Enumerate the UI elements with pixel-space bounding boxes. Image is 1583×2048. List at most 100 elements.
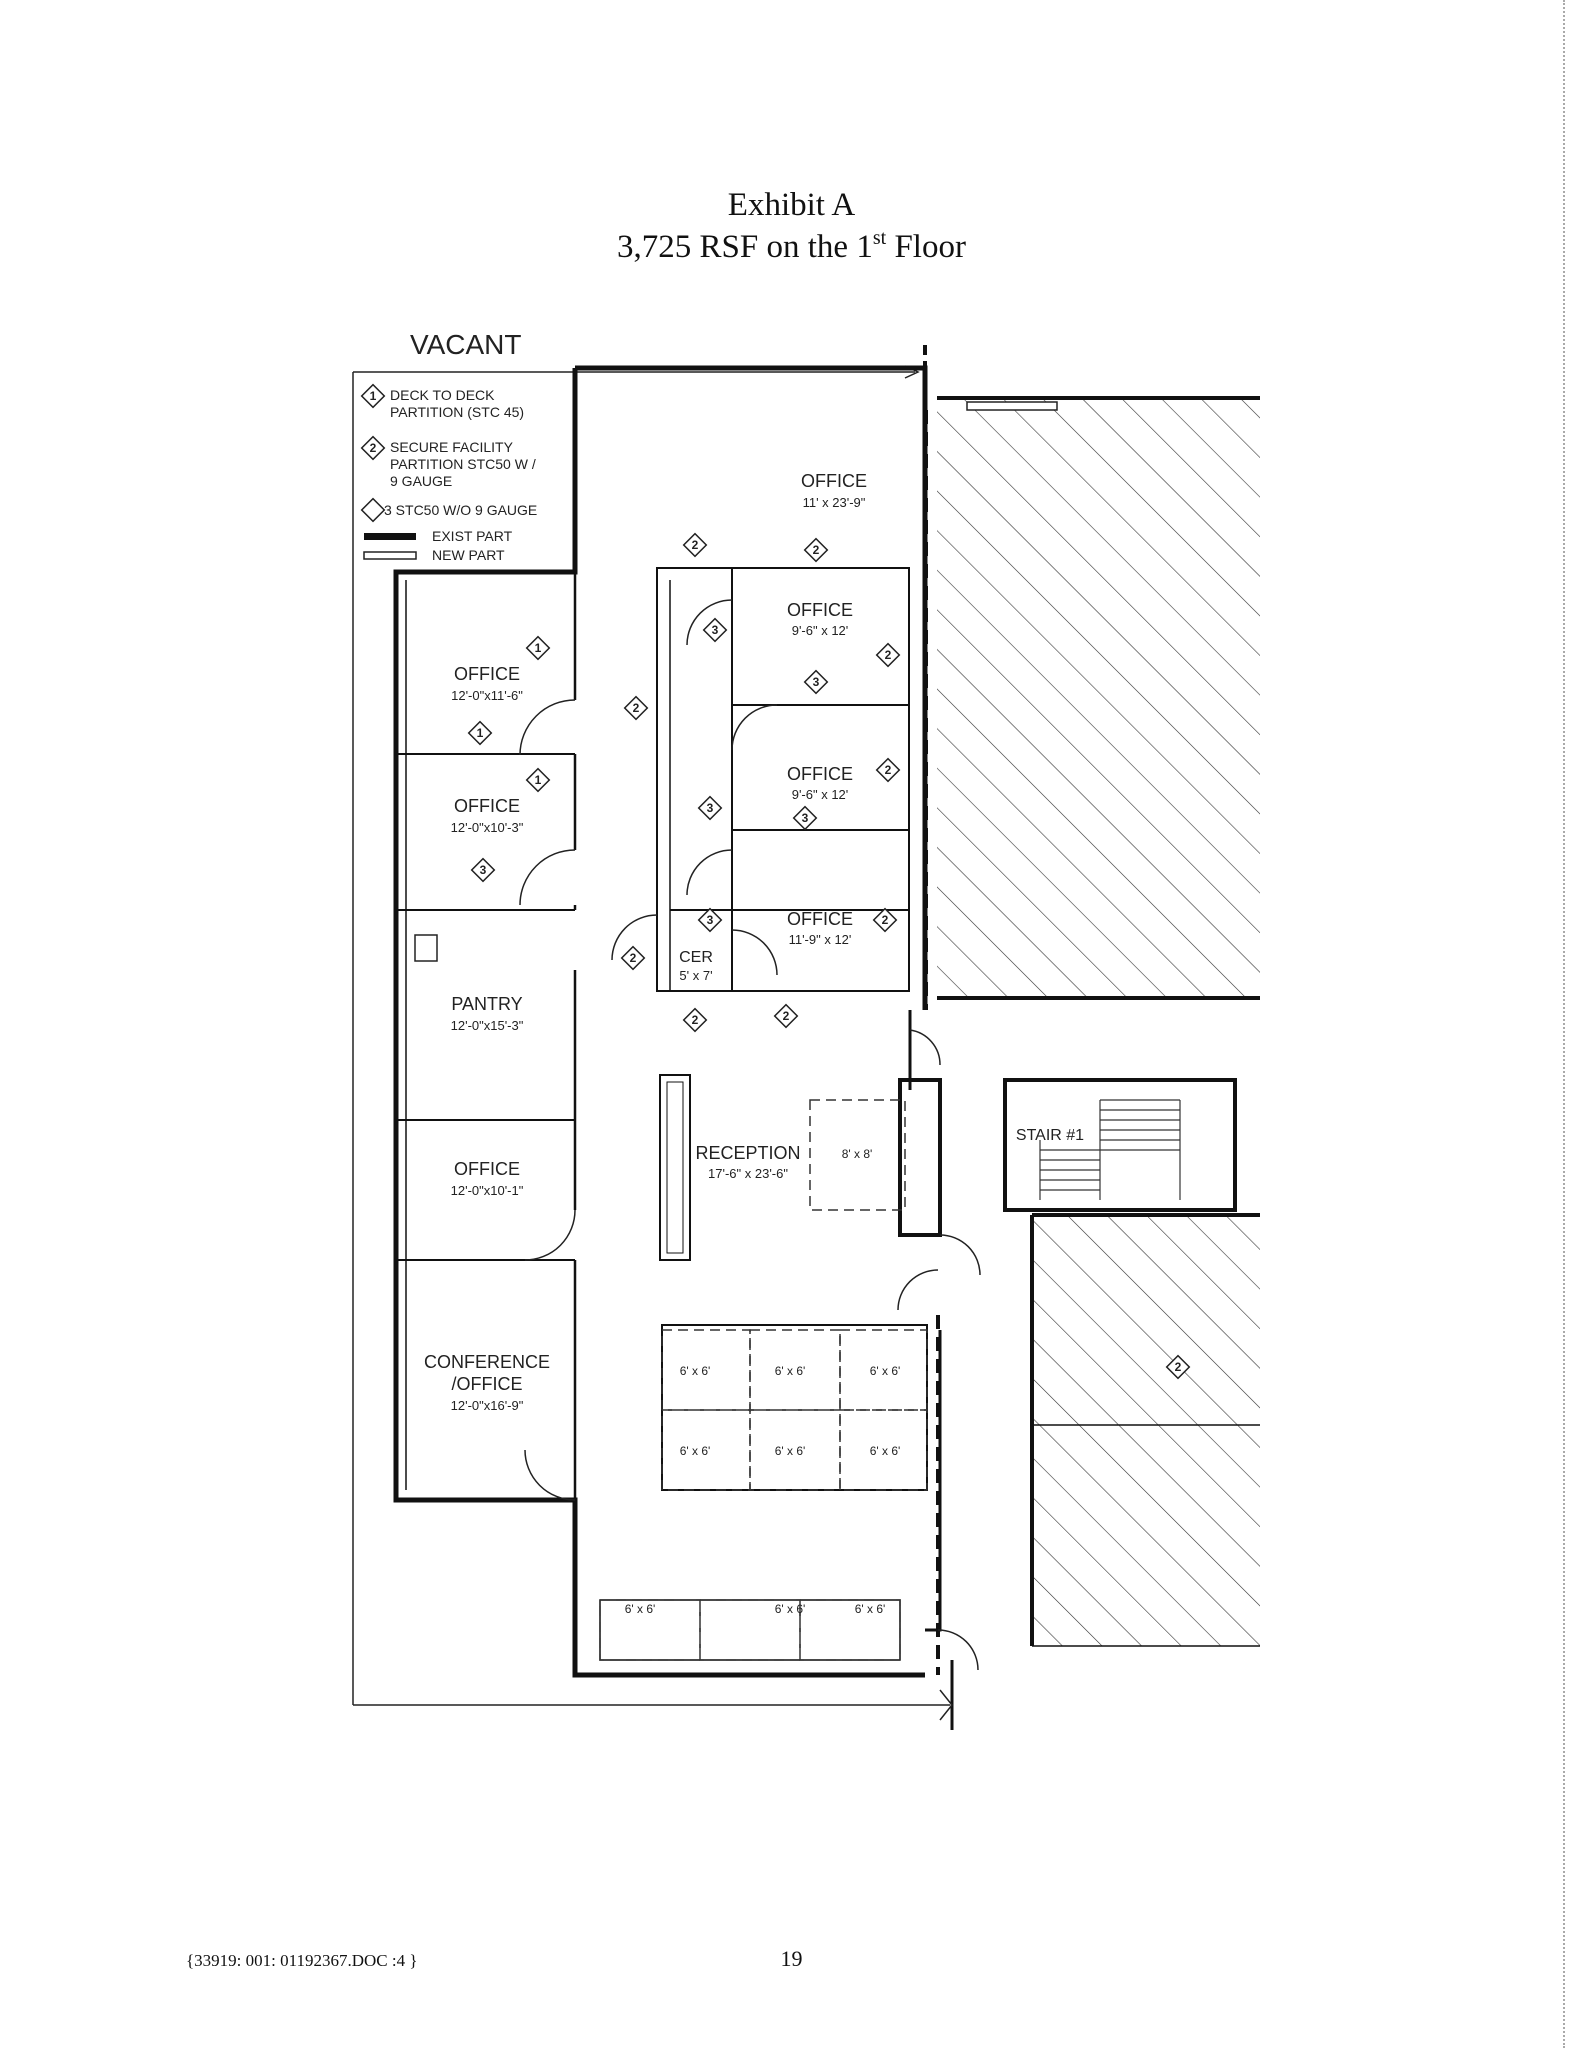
tag-label: 2 (783, 1009, 790, 1023)
tag-marker: 3 (697, 795, 723, 821)
page-number: 19 (780, 1946, 803, 1971)
cubicle-5: 6' x 6' (775, 1444, 806, 1458)
office-top-name: OFFICE (801, 471, 867, 491)
legend-tag-1: 1 (370, 389, 377, 403)
tag-marker: 1 (525, 767, 551, 793)
document-reference: {33919: 001: 01192367.DOC :4 } (186, 1951, 418, 1970)
stair-1: STAIR #1 (1003, 1078, 1237, 1212)
conference-dims: 12'-0"x16'-9" (451, 1398, 524, 1413)
cubicle-4: 6' x 6' (680, 1444, 711, 1458)
office-b-name: OFFICE (787, 600, 853, 620)
page-edge-rule (1563, 0, 1565, 2048)
subtitle-text: 3,725 RSF on the 1 (617, 229, 873, 265)
cer-name: CER (679, 949, 713, 966)
tag-label: 3 (480, 863, 487, 877)
tag-marker: 3 (792, 805, 818, 831)
cubicle-6: 6' x 6' (870, 1444, 901, 1458)
subtitle-suffix: Floor (886, 229, 966, 265)
tag-label: 2 (1175, 1360, 1182, 1374)
tag-marker: 3 (697, 907, 723, 933)
office-left3-name: OFFICE (454, 1159, 520, 1179)
office-c-dims: 9'-6" x 12' (792, 787, 849, 802)
door-swings (519, 599, 981, 1671)
office-b-dims: 9'-6" x 12' (792, 623, 849, 638)
legend-item2-line1: SECURE FACILITY (390, 439, 514, 455)
conference-name-2: /OFFICE (452, 1374, 523, 1394)
new-part-swatch (363, 551, 417, 560)
workstations (599, 1099, 928, 1661)
tag-label: 1 (535, 641, 542, 655)
partition-tags: 2 2 1 3 2 2 3 1 1 2 3 3 3 3 2 2 2 2 2 (467, 532, 1191, 1380)
tag-marker: 2 (1165, 1354, 1191, 1380)
legend-exist-part: EXIST PART (432, 528, 513, 544)
tag-label: 3 (802, 811, 809, 825)
exhibit-subtitle: 3,725 RSF on the 1st Floor (0, 227, 1583, 267)
vacant-label: VACANT (410, 330, 522, 360)
office-left1-name: OFFICE (454, 664, 520, 684)
office-c-name: OFFICE (787, 764, 853, 784)
tag-label: 1 (535, 773, 542, 787)
office-left1-dims: 12'-0"x11'-6" (451, 688, 523, 703)
hatched-areas (937, 396, 1260, 1647)
tag-marker: 2 (803, 537, 829, 563)
office-left2-name: OFFICE (454, 796, 520, 816)
cer-dims: 5' x 7' (679, 968, 712, 983)
tag-label: 2 (692, 1013, 699, 1027)
office-top-dims: 11' x 23'-9" (803, 495, 866, 510)
legend-item2-line3: 9 GAUGE (390, 473, 452, 489)
tag-label: 2 (692, 538, 699, 552)
office-left3-dims: 12'-0"x10'-1" (451, 1183, 524, 1198)
tag-label: 2 (885, 648, 892, 662)
tag-label: 3 (813, 675, 820, 689)
tag-marker: 2 (875, 757, 901, 783)
tag-marker: 2 (682, 532, 708, 558)
tag-marker: 2 (682, 1007, 708, 1033)
tag-label: 2 (813, 543, 820, 557)
legend-tag-2: 2 (370, 441, 377, 455)
conference-name-1: CONFERENCE (424, 1352, 550, 1372)
cubicle-labels: 8' x 8' 6' x 6' 6' x 6' 6' x 6' 6' x 6' … (625, 1147, 901, 1616)
cubicle-8: 6' x 6' (775, 1602, 806, 1616)
cubicle-9: 6' x 6' (855, 1602, 886, 1616)
tag-label: 3 (707, 801, 714, 815)
tag-label: 1 (477, 726, 484, 740)
floor-plan: VACANT 1 DECK TO DECK PARTITION (STC 45)… (352, 330, 1260, 1730)
tag-marker: 3 (702, 617, 728, 643)
office-d-name: OFFICE (787, 909, 853, 929)
room-labels: OFFICE 11' x 23'-9" OFFICE 9'-6" x 12' O… (414, 471, 867, 1413)
tag-marker: 2 (623, 695, 649, 721)
exhibit-title: Exhibit A 3,725 RSF on the 1st Floor (0, 185, 1583, 267)
legend-item1-line1: DECK TO DECK (390, 387, 495, 403)
cubicle-7: 6' x 6' (625, 1602, 656, 1616)
pantry-sink (414, 934, 438, 962)
tag-label: 2 (630, 951, 637, 965)
subtitle-superscript: st (872, 227, 887, 249)
legend-item2-line2: PARTITION STC50 W / (390, 456, 536, 472)
office-d-dims: 11'-9" x 12' (789, 932, 852, 947)
reception-name: RECEPTION (695, 1143, 800, 1163)
reception-dims: 17'-6" x 23'-6" (708, 1166, 788, 1181)
cubicle-3: 6' x 6' (870, 1364, 901, 1378)
legend-item3: 3 STC50 W/O 9 GAUGE (384, 502, 537, 518)
plan-legend: 1 DECK TO DECK PARTITION (STC 45) 2 SECU… (360, 383, 537, 563)
tag-marker: 3 (470, 857, 496, 883)
pantry-name: PANTRY (451, 994, 522, 1014)
tag-marker: 2 (620, 945, 646, 971)
tag-marker: 2 (773, 1003, 799, 1029)
tag-marker: 1 (525, 635, 551, 661)
cubicle-2: 6' x 6' (775, 1364, 806, 1378)
tag-label: 3 (707, 913, 714, 927)
stair-label: STAIR #1 (1016, 1127, 1084, 1144)
pantry-dims: 12'-0"x15'-3" (451, 1018, 524, 1033)
legend-item1-line2: PARTITION (STC 45) (390, 404, 524, 420)
office-left2-dims: 12'-0"x10'-3" (451, 820, 524, 835)
tag-label: 2 (882, 913, 889, 927)
tag-marker: 2 (872, 907, 898, 933)
tag-label: 2 (885, 763, 892, 777)
exist-part-swatch (364, 533, 416, 540)
legend-new-part: NEW PART (432, 547, 505, 563)
tag-marker: 3 (803, 669, 829, 695)
cubicle-1: 6' x 6' (680, 1364, 711, 1378)
cubicle-big: 8' x 8' (842, 1147, 873, 1161)
tag-marker: 2 (875, 642, 901, 668)
